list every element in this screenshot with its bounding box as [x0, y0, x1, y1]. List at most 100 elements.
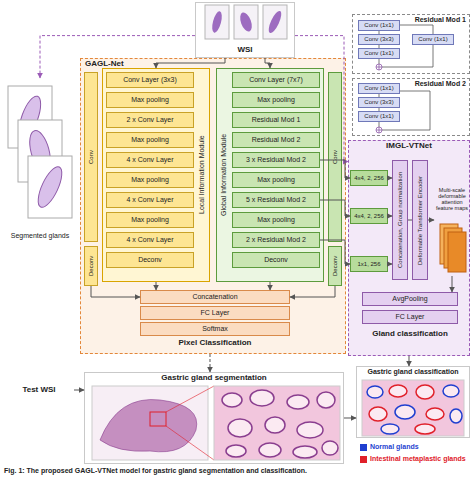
conv-box-text: Conv (3x3) [359, 98, 399, 107]
gland [287, 395, 309, 409]
gland [259, 443, 281, 457]
layer-box: Residual Mod 2 [232, 132, 320, 148]
feature-maps-text: Multi-scale deformable attention feature… [434, 187, 470, 211]
gland-mask [33, 164, 66, 211]
flow-arrow [91, 286, 140, 297]
deconv-box: Deconv [328, 246, 342, 286]
layer-box-text: Deformable Transformer Encoder [413, 161, 427, 279]
layer-box: Softmax [140, 322, 290, 336]
layer-box-text: 2 x Conv Layer [107, 113, 193, 127]
conv-column-text: Conv [329, 73, 341, 241]
layer-box-text: Max pooling [233, 173, 319, 187]
legend-swatch [360, 456, 367, 463]
layer-box-text: Conv Layer (7x7) [233, 73, 319, 87]
conv-column: Conv [84, 72, 98, 242]
normal-gland [395, 405, 415, 419]
layer-box-text: Max pooling [107, 93, 193, 107]
gland [226, 445, 246, 457]
zoom-view [214, 386, 340, 460]
metaplastic-gland [369, 407, 387, 421]
metaplastic-gland [415, 424, 435, 434]
layer-box: AvgPooling [362, 292, 458, 306]
residual-module-text: Residual Mod 1 [415, 16, 466, 24]
flow-arrow [408, 220, 412, 221]
layer-box-text: Residual Mod 2 [233, 133, 319, 147]
layer-box: Concatenation [140, 290, 290, 304]
layer-box: Max pooling [232, 172, 320, 188]
layer-box: Deconv [106, 252, 194, 268]
zoom-box [150, 412, 166, 426]
legend-item: Normal glands [360, 441, 472, 453]
layer-box-text: Residual Mod 1 [233, 113, 319, 127]
layer-box-text: 3 x Residual Mod 2 [233, 153, 319, 167]
feature-box-text: 4x4, 2, 256 [351, 171, 387, 185]
flow-arrow [265, 58, 270, 68]
gland-mask [15, 94, 45, 141]
layer-box-text: Deconv [233, 253, 319, 267]
flow-arrow [40, 36, 195, 78]
layer-box-text: Softmax [141, 323, 289, 335]
metaplastic-gland [416, 385, 434, 399]
conv-box: Conv (1x1) [358, 111, 400, 122]
flow-arrow [388, 216, 392, 217]
network-block-text: IMGL-VTNet [349, 142, 469, 151]
gland [265, 417, 285, 433]
gland [317, 392, 335, 408]
flow-arrow [388, 178, 392, 179]
result-panel: Gastric gland classification [356, 366, 470, 438]
network-block: GAGL-NetLocal Information ModuleConv Lay… [80, 58, 346, 354]
gland [222, 393, 242, 407]
normal-gland [367, 386, 383, 398]
layer-box: 2 x Conv Layer [106, 112, 194, 128]
layer-box-text: 2 x Residual Mod 2 [233, 233, 319, 247]
module-column: Global Information ModuleConv Layer (7x7… [216, 68, 324, 282]
tissue [266, 9, 283, 34]
flow-arrow [209, 354, 210, 372]
feature-map [440, 224, 458, 264]
gland-mask [26, 128, 54, 173]
feature-box: 4x4, 2, 256 [350, 170, 388, 186]
layer-box-text: 4 x Conv Layer [107, 233, 193, 247]
deconv-box-text: Deconv [329, 247, 341, 285]
conv-box: Conv (1x1) [358, 48, 400, 59]
layer-box-text: Max pooling [233, 93, 319, 107]
layer-box: Max pooling [106, 172, 194, 188]
feature-box-text: 1x1, 256 [351, 257, 387, 271]
normal-gland [381, 424, 399, 434]
normal-gland [450, 409, 462, 423]
legend-item: Intestinal metaplastic glands [360, 453, 472, 465]
conv-box-text: Conv (1x1) [359, 84, 399, 93]
legend-swatch [360, 444, 367, 451]
flow-arrow [156, 282, 157, 290]
tissue [238, 11, 254, 33]
slide [263, 5, 287, 39]
layer-box-text: Concatenation, Group normalization [393, 161, 407, 279]
layer-box: Max pooling [106, 92, 194, 108]
wire [379, 25, 433, 67]
metaplastic-gland [389, 385, 407, 397]
legend-text: Normal glands [370, 443, 419, 451]
metaplastic-gland [426, 408, 444, 420]
module-column: Local Information ModuleConv Layer (3x3)… [102, 68, 210, 282]
flow-arrow [290, 286, 335, 297]
wsi-image-text: WSI [196, 46, 294, 55]
flow-arrow [452, 276, 453, 292]
flow-arrow [156, 58, 225, 68]
flow-arrow [295, 36, 348, 162]
feature-box: 1x1, 256 [350, 256, 388, 272]
layer-box-text: Deconv [107, 253, 193, 267]
module-column-text: Global Information Module [217, 69, 231, 281]
gland [297, 422, 323, 438]
conv-box-text: Conv (1x1) [359, 21, 399, 30]
layer-box: FC Layer [362, 310, 458, 324]
conv-box: Conv (3x3) [358, 97, 400, 108]
layer-box-text: 4 x Conv Layer [107, 153, 193, 167]
flow-arrow [428, 220, 434, 221]
flow-arrow [388, 264, 392, 265]
result-panel-text: Gastric gland classification [357, 368, 469, 376]
layer-box: 4 x Conv Layer [106, 232, 194, 248]
layer-box: Max pooling [106, 212, 194, 228]
layer-box: 4 x Conv Layer [106, 152, 194, 168]
flow-arrow [408, 356, 409, 366]
gland [228, 419, 252, 437]
